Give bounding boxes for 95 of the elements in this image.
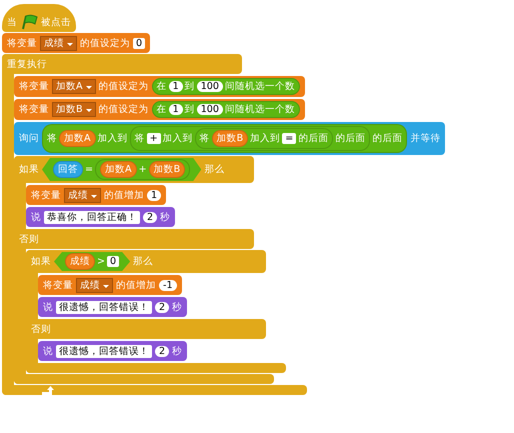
block-label: 加入到 (98, 132, 128, 145)
block-label: 说 (43, 300, 53, 314)
block-label: 重复执行 (7, 58, 47, 70)
block-label: 将 (134, 132, 145, 145)
block-label: 如果 (31, 255, 51, 268)
reporter-block (65, 253, 95, 270)
reporter-block (53, 161, 83, 178)
block-label: 回答 (58, 163, 78, 176)
reporter-block (130, 126, 370, 151)
number-input: 1 (168, 81, 183, 92)
reporter-block (152, 78, 300, 95)
block-label: 被点击 (41, 16, 71, 28)
number-input: 2 (155, 302, 170, 312)
input-field: 恭喜你，回答正确！ (44, 210, 140, 224)
dropdown-field: 成绩 (64, 188, 101, 202)
block-label: 秒 (160, 210, 170, 224)
dropdown-field: 加数A (52, 79, 96, 94)
block-label: 在 (156, 103, 167, 116)
block-label: 的值设定为 (80, 36, 130, 50)
command-block (2, 33, 150, 53)
block-label: 将变量 (19, 103, 49, 116)
input-field: 很遗憾，回答错误！ (56, 300, 152, 314)
block-label: 那么 (133, 255, 154, 268)
reporter-block (59, 130, 96, 147)
block-label: 将 (47, 132, 57, 145)
block-label: + (138, 164, 147, 175)
block-label: 将 (200, 132, 210, 145)
block-label: 的值增加 (116, 278, 156, 292)
block-label: 加入到 (162, 132, 193, 145)
dropdown-field: 成绩 (76, 278, 113, 292)
block-label: 的后面 (335, 132, 366, 145)
block-label: 成绩 (70, 255, 90, 268)
reporter-block (100, 161, 137, 178)
block-label: 当 (7, 16, 17, 28)
command-block (26, 207, 176, 227)
block-label: 将变量 (31, 188, 61, 202)
block-label: 到 (184, 103, 195, 116)
block-label: > (97, 256, 106, 267)
input-field: 0 (133, 38, 146, 48)
input-field: 0 (107, 256, 120, 267)
number-input: 2 (143, 212, 158, 222)
reporter-block (42, 124, 408, 153)
block-label: 将变量 (7, 36, 37, 50)
dropdown-field: 成绩 (40, 36, 77, 50)
block-label: 的值设定为 (98, 103, 149, 116)
command-block (14, 122, 446, 155)
block-label: 间随机选一个数 (225, 80, 295, 93)
command-block (14, 99, 306, 120)
block-label: 将变量 (43, 278, 73, 292)
command-block (38, 275, 182, 295)
block-label: 加数A (105, 163, 132, 176)
block-label: 到 (184, 80, 195, 93)
block-label: 在 (156, 80, 167, 93)
block-label: 加入到 (250, 132, 280, 145)
dropdown-field: 加数B (52, 102, 96, 117)
block-label: 否则 (19, 232, 39, 246)
block-label: 秒 (172, 300, 182, 314)
reporter-block (148, 161, 186, 178)
command-block (38, 341, 188, 361)
block-label: 将变量 (19, 80, 49, 93)
block-label: 询问 (19, 132, 39, 145)
hat-block (2, 4, 76, 32)
block-label: = (85, 164, 94, 175)
input-field: = (282, 133, 296, 144)
block-label: 否则 (31, 322, 51, 336)
number-input: 1 (147, 190, 162, 200)
number-input: 1 (168, 104, 183, 115)
block-label: 加数B (154, 163, 180, 176)
block-label: 秒 (172, 344, 182, 358)
block-label: 的值增加 (104, 188, 144, 202)
block-label: 的值设定为 (98, 80, 149, 93)
number-input: 100 (196, 104, 224, 115)
input-field: 很遗憾，回答错误！ (56, 344, 152, 358)
block-label: 的后面 (372, 132, 402, 145)
reporter-block (95, 159, 190, 180)
block-label: 如果 (19, 163, 39, 176)
block-label: 说 (31, 210, 41, 224)
block-label: 的后面 (298, 132, 328, 145)
reporter-block (194, 128, 334, 149)
number-input: -1 (159, 280, 177, 290)
block-label: 间随机选一个数 (225, 103, 296, 116)
command-block (26, 185, 166, 205)
reporter-block (152, 101, 300, 118)
block-label: 加数A (64, 132, 91, 145)
block-label: 说 (43, 344, 53, 358)
block-label: 那么 (204, 163, 224, 176)
number-input: 2 (155, 346, 170, 356)
reporter-block (212, 130, 248, 147)
command-block (14, 76, 305, 97)
number-input: 100 (196, 81, 223, 92)
block-label: 并等待 (410, 132, 440, 145)
command-block (38, 297, 188, 317)
input-field: + (146, 133, 161, 144)
c-block (2, 54, 446, 395)
block-label: 加数B (216, 132, 244, 145)
